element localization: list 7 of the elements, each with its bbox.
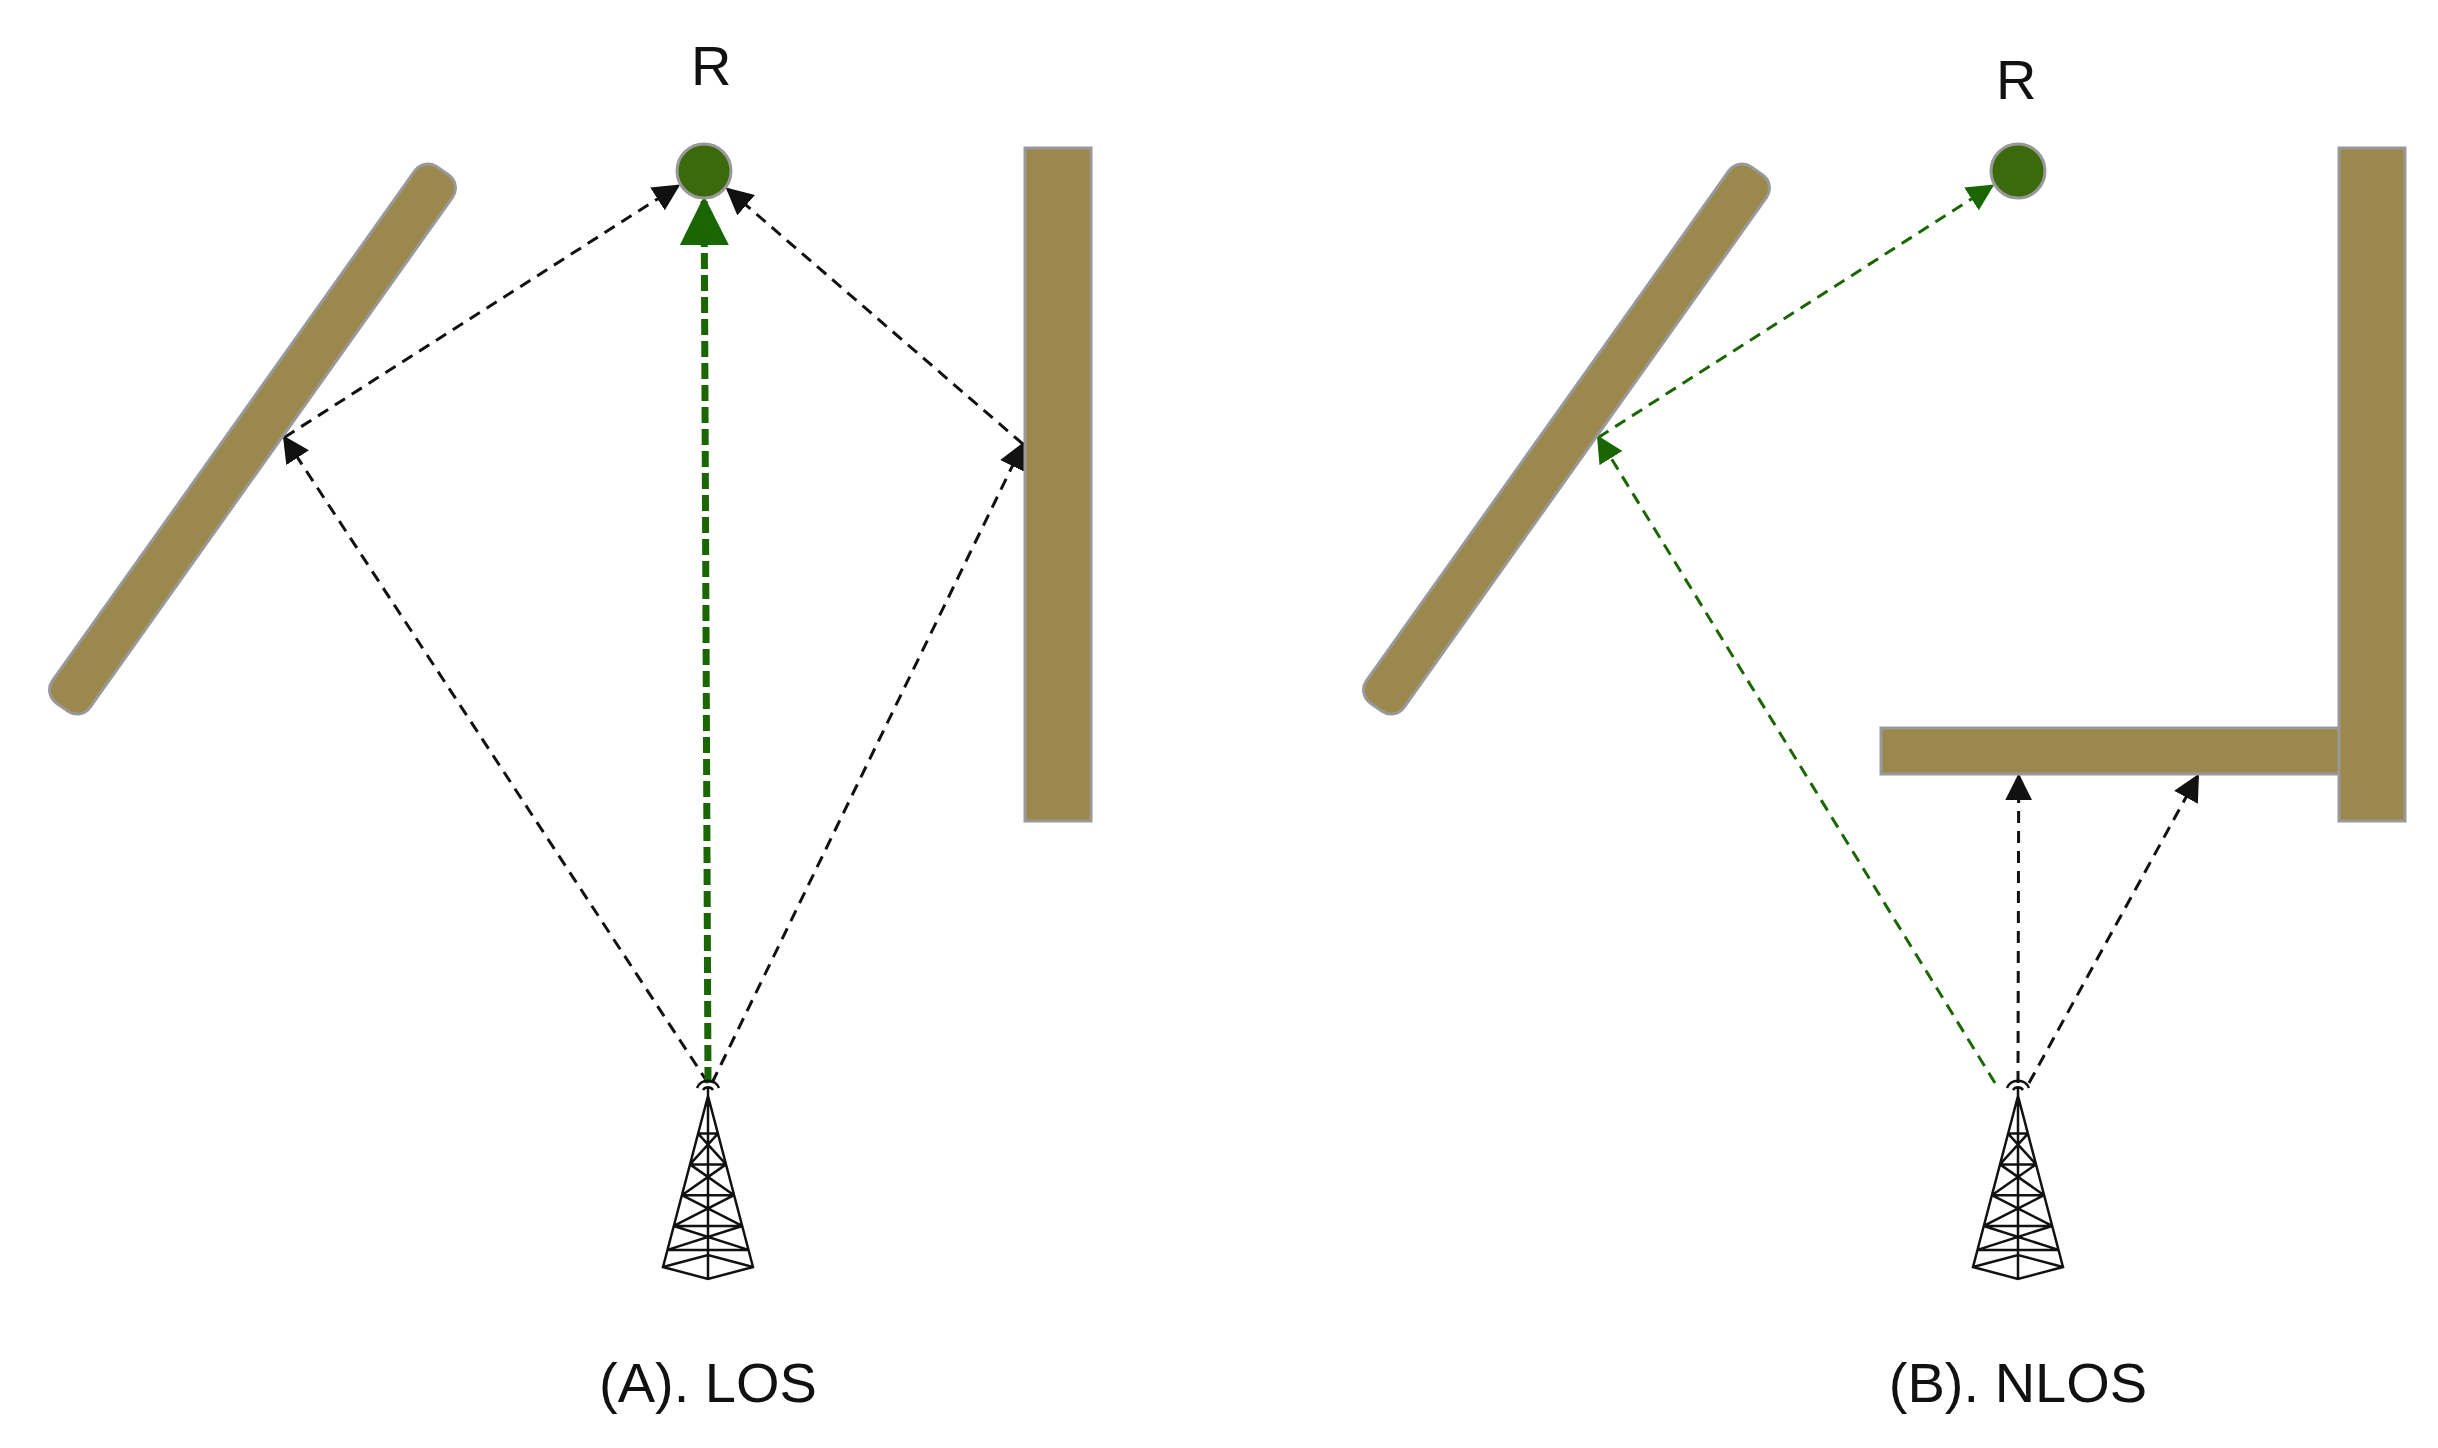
arrow (283, 184, 681, 439)
arrow (1597, 184, 1995, 439)
arrow (710, 441, 1025, 1084)
arrow (725, 187, 1024, 446)
arrow (1596, 435, 1997, 1084)
receiver-label: R (691, 38, 732, 94)
receiver-label: R (1996, 52, 2037, 108)
